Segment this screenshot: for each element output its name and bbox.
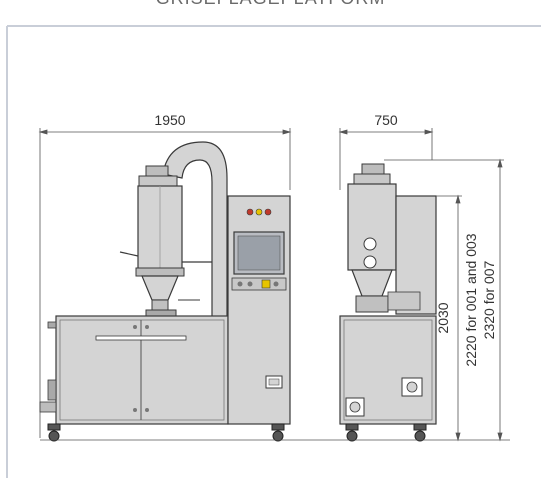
cabinet-height-label: 2030 (435, 302, 451, 333)
overall-height-dimension (40, 158, 510, 442)
depth-dimension (338, 128, 434, 190)
side-wheels (345, 423, 427, 442)
side-hopper (347, 163, 397, 313)
width-dimension (38, 128, 292, 438)
overall-height-label-line2: 2320 for 007 (481, 260, 497, 339)
front-view: 1950 (38, 112, 292, 442)
side-control-plate (387, 291, 421, 311)
hopper-column (119, 165, 212, 317)
base-cabinet (39, 315, 229, 425)
control-tower (227, 195, 291, 425)
width-label: 1950 (154, 112, 185, 128)
overall-height-label-line1: 2220 for 001 and 003 (463, 233, 479, 366)
cabinet-height-dimension (436, 194, 462, 442)
front-wheels (47, 423, 285, 442)
depth-label: 750 (374, 112, 398, 128)
side-view: 750 (40, 112, 510, 442)
side-base-cabinet (339, 315, 437, 425)
page-title: GRISEFLAGEPLATFORM (0, 0, 541, 9)
